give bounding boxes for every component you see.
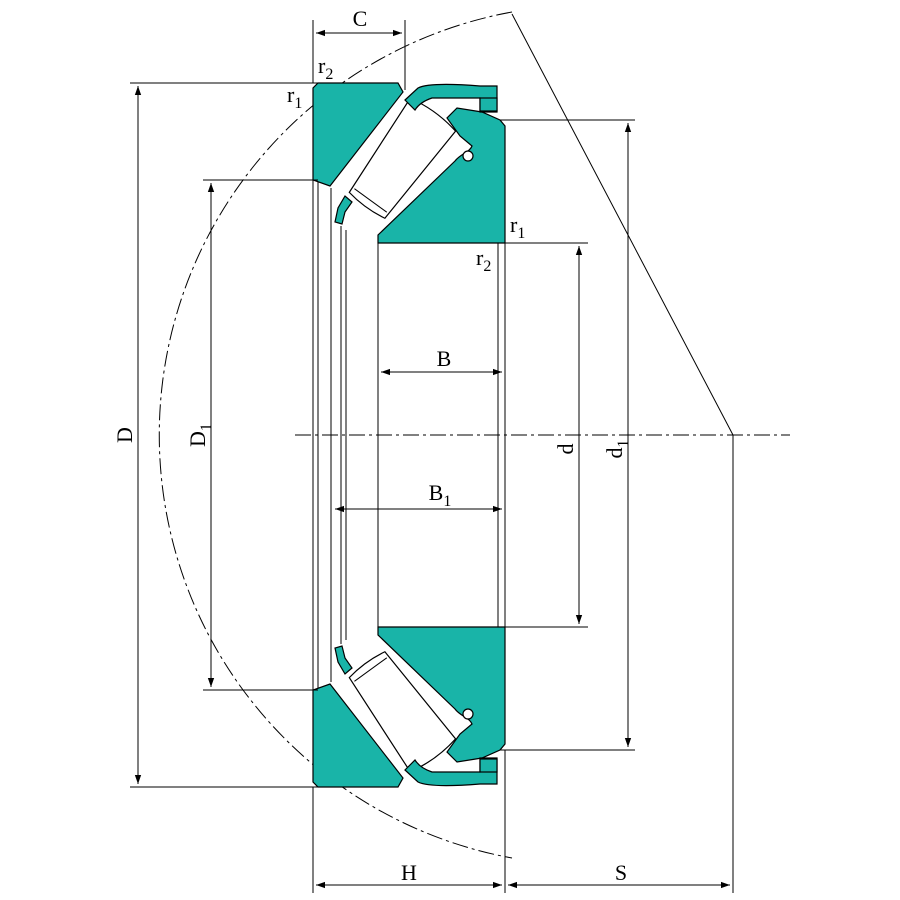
cage-bottom-inner (334, 645, 353, 675)
shaft-washer-bottom (377, 626, 506, 763)
rollers (348, 97, 474, 773)
label-B: B (437, 346, 452, 371)
cage-top-tab (479, 97, 498, 112)
label-D: D (112, 427, 137, 443)
roller-bottom-pin (462, 708, 474, 720)
label-D1: D1 (185, 423, 215, 447)
cage-bottom-tab (479, 758, 498, 773)
label-r2-top: r2 (318, 53, 333, 83)
housing-washer-top (312, 82, 404, 187)
label-B1: B1 (429, 480, 452, 510)
labels: C r2 r1 r1 r2 D D1 B B1 d d1 H S (112, 6, 632, 885)
dimension-lines (134, 29, 730, 889)
label-r2-right: r2 (476, 245, 491, 275)
cage-top-outer (404, 83, 498, 113)
cage-bottom-outer (404, 757, 498, 787)
radius-line (511, 13, 734, 436)
label-r1-right: r1 (510, 212, 525, 242)
label-S: S (615, 860, 627, 885)
label-C: C (353, 6, 368, 31)
label-r1-top: r1 (287, 82, 302, 112)
housing-washer-bottom (312, 683, 404, 788)
cage (334, 83, 498, 787)
label-d: d (553, 444, 578, 455)
shaft-washer (377, 107, 506, 763)
roller-top-pin (462, 150, 474, 162)
housing-washer (312, 82, 404, 788)
label-H: H (401, 860, 417, 885)
extension-lines (130, 13, 734, 893)
label-d1: d1 (602, 440, 632, 459)
cage-top-inner (334, 195, 353, 225)
shaft-washer-top (377, 107, 506, 244)
